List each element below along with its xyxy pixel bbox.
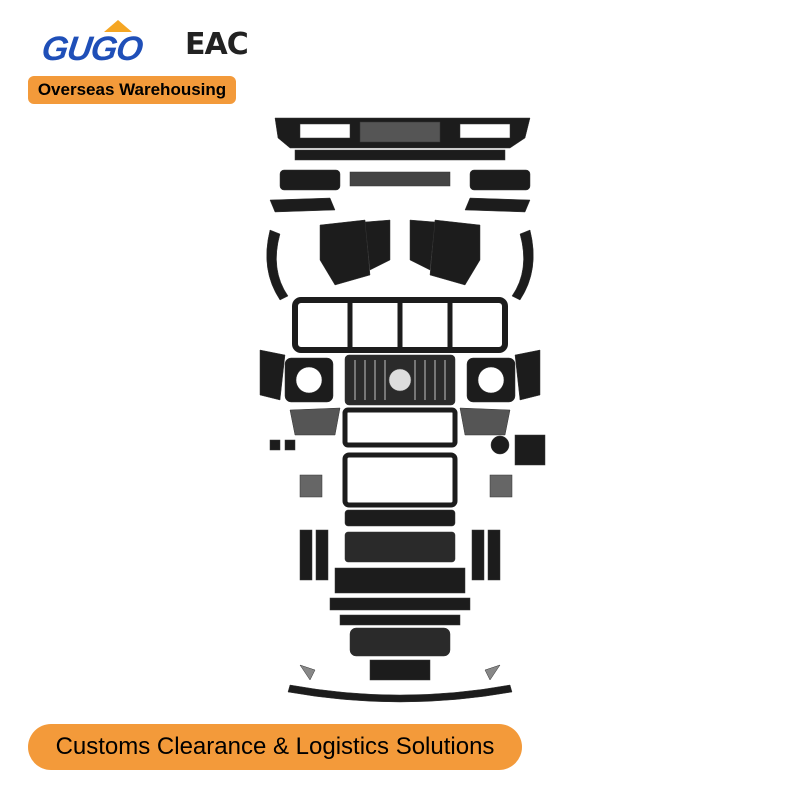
fender-flare-right <box>511 229 534 301</box>
fender-liner-right <box>429 219 481 286</box>
fender-flare-left <box>266 229 289 301</box>
grille-insert-right <box>469 169 531 191</box>
lower-grille-part <box>349 627 451 657</box>
fender-liner-left <box>319 219 371 286</box>
trim-strip-part <box>294 149 506 161</box>
grille-insert-left <box>279 169 341 191</box>
brand-logo-text: GUGO <box>39 30 145 68</box>
eac-certification-mark: EAC <box>185 27 249 62</box>
overseas-warehousing-badge: Overseas Warehousing <box>28 76 236 104</box>
brand-logo: GUGO <box>39 20 145 70</box>
front-lip-spoiler <box>287 684 513 703</box>
house-roof-icon <box>104 20 132 32</box>
front-frame-part <box>292 297 508 353</box>
customs-logistics-badge: Customs Clearance & Logistics Solutions <box>28 724 522 770</box>
body-kit-parts-image <box>259 117 546 703</box>
